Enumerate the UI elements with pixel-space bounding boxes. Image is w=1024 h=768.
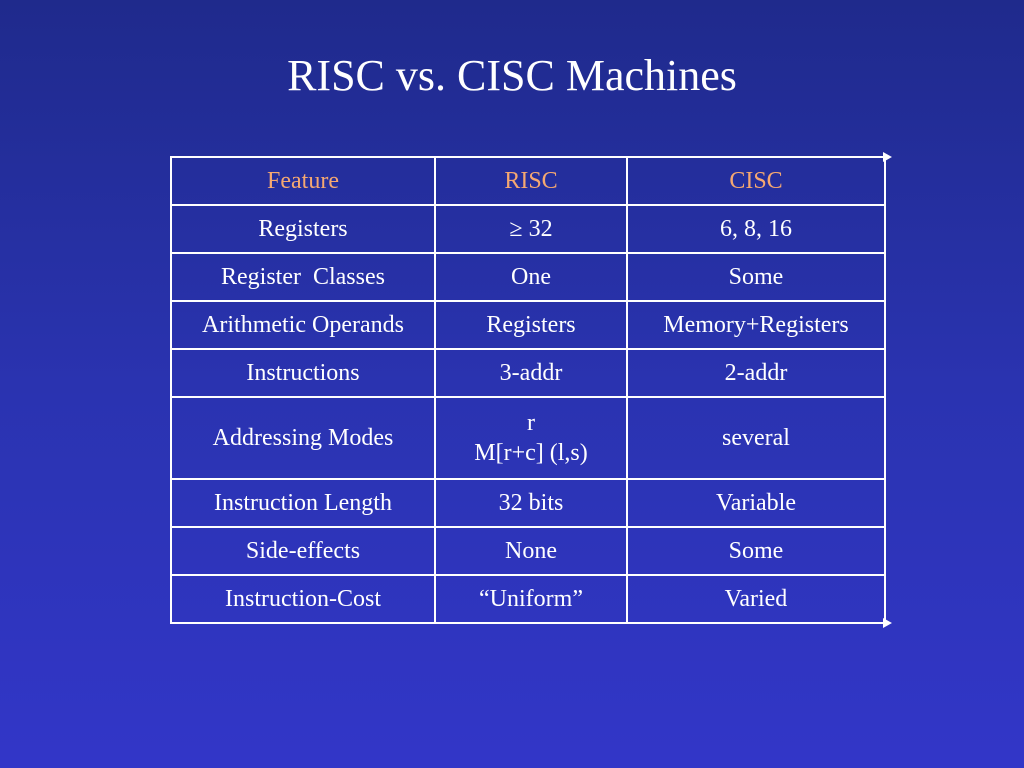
slide-title: RISC vs. CISC Machines bbox=[287, 51, 737, 100]
risc-cell: None bbox=[434, 526, 628, 576]
feature-cell: Instruction Length bbox=[170, 478, 436, 528]
risc-cell: Registers bbox=[434, 300, 628, 350]
cisc-cell: Variable bbox=[626, 478, 886, 528]
risc-cell: One bbox=[434, 252, 628, 302]
cisc-cell: 2-addr bbox=[626, 348, 886, 398]
comparison-table-container: Feature RISC CISC Registers ≥ 32 6, 8, 1… bbox=[170, 152, 892, 628]
table-row: Instruction-Cost “Uniform” Varied bbox=[170, 574, 886, 624]
feature-cell: Addressing Modes bbox=[170, 396, 436, 480]
risc-cell: “Uniform” bbox=[434, 574, 628, 624]
feature-cell: Register Classes bbox=[170, 252, 436, 302]
feature-cell: Arithmetic Operands bbox=[170, 300, 436, 350]
cisc-cell: several bbox=[626, 396, 886, 480]
cisc-cell: Varied bbox=[626, 574, 886, 624]
column-header-risc: RISC bbox=[434, 156, 628, 206]
arrow-right-icon bbox=[883, 152, 892, 162]
risc-cell: 3-addr bbox=[434, 348, 628, 398]
cisc-cell: Some bbox=[626, 526, 886, 576]
feature-cell: Instruction-Cost bbox=[170, 574, 436, 624]
table-row: Instructions 3-addr 2-addr bbox=[170, 348, 886, 398]
risc-cell-line: M[r+c] (l,s) bbox=[474, 440, 588, 466]
table-header-row: Feature RISC CISC bbox=[170, 156, 886, 206]
table-row: Register Classes One Some bbox=[170, 252, 886, 302]
risc-cell: ≥ 32 bbox=[434, 204, 628, 254]
cisc-cell: 6, 8, 16 bbox=[626, 204, 886, 254]
column-header-cisc: CISC bbox=[626, 156, 886, 206]
risc-cell: 32 bits bbox=[434, 478, 628, 528]
table-row: Instruction Length 32 bits Variable bbox=[170, 478, 886, 528]
risc-cell: r M[r+c] (l,s) bbox=[434, 396, 628, 480]
comparison-table: Feature RISC CISC Registers ≥ 32 6, 8, 1… bbox=[170, 156, 886, 624]
table-row: Side-effects None Some bbox=[170, 526, 886, 576]
feature-cell: Side-effects bbox=[170, 526, 436, 576]
cisc-cell: Memory+Registers bbox=[626, 300, 886, 350]
cisc-cell: Some bbox=[626, 252, 886, 302]
column-header-feature: Feature bbox=[170, 156, 436, 206]
arrow-right-icon bbox=[883, 618, 892, 628]
feature-cell: Instructions bbox=[170, 348, 436, 398]
feature-cell: Registers bbox=[170, 204, 436, 254]
risc-cell-line: r bbox=[527, 410, 535, 436]
table-row: Addressing Modes r M[r+c] (l,s) several bbox=[170, 396, 886, 480]
table-row: Registers ≥ 32 6, 8, 16 bbox=[170, 204, 886, 254]
table-row: Arithmetic Operands Registers Memory+Reg… bbox=[170, 300, 886, 350]
